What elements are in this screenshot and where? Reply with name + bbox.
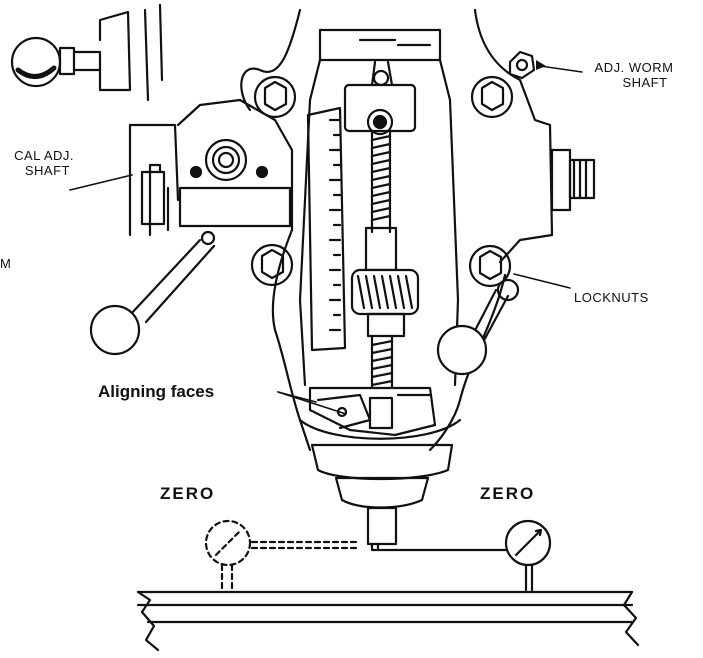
scale-rule (306, 106, 347, 352)
head-casting (240, 8, 596, 452)
right-lever (436, 278, 520, 376)
quill-stop (343, 60, 420, 392)
label-aligning-faces: Aligning faces (98, 382, 215, 401)
label-zero-left: ZERO (160, 484, 216, 503)
label-vertical-adj-line2: SHAFT (24, 163, 70, 178)
label-partial-m: M (0, 256, 12, 271)
leader-lines (69, 65, 583, 415)
label-vertical-adj: CAL ADJ. SHAFT (0, 148, 74, 178)
label-zero-right: ZERO (480, 484, 536, 503)
label-adj-worm-shaft: ADJ. WORM SHAFT (586, 60, 682, 90)
label-vertical-adj-line1: CAL ADJ. (14, 148, 74, 163)
quill-housing (298, 28, 460, 387)
work-table (136, 590, 640, 652)
aligning-block (308, 386, 437, 437)
worm-arrow (536, 60, 546, 70)
label-adj-worm-line2: SHAFT (622, 75, 668, 90)
left-lever (89, 238, 216, 356)
left-gearbox (128, 98, 294, 246)
dial-indicator-left (204, 519, 362, 592)
spindle-nose (298, 418, 514, 552)
top-knob (10, 3, 164, 102)
label-adj-worm-line1: ADJ. WORM (594, 60, 674, 75)
dial-indicator-right (504, 519, 552, 592)
hex-bolts (250, 75, 514, 288)
label-locknuts: LOCKNUTS (574, 290, 649, 305)
